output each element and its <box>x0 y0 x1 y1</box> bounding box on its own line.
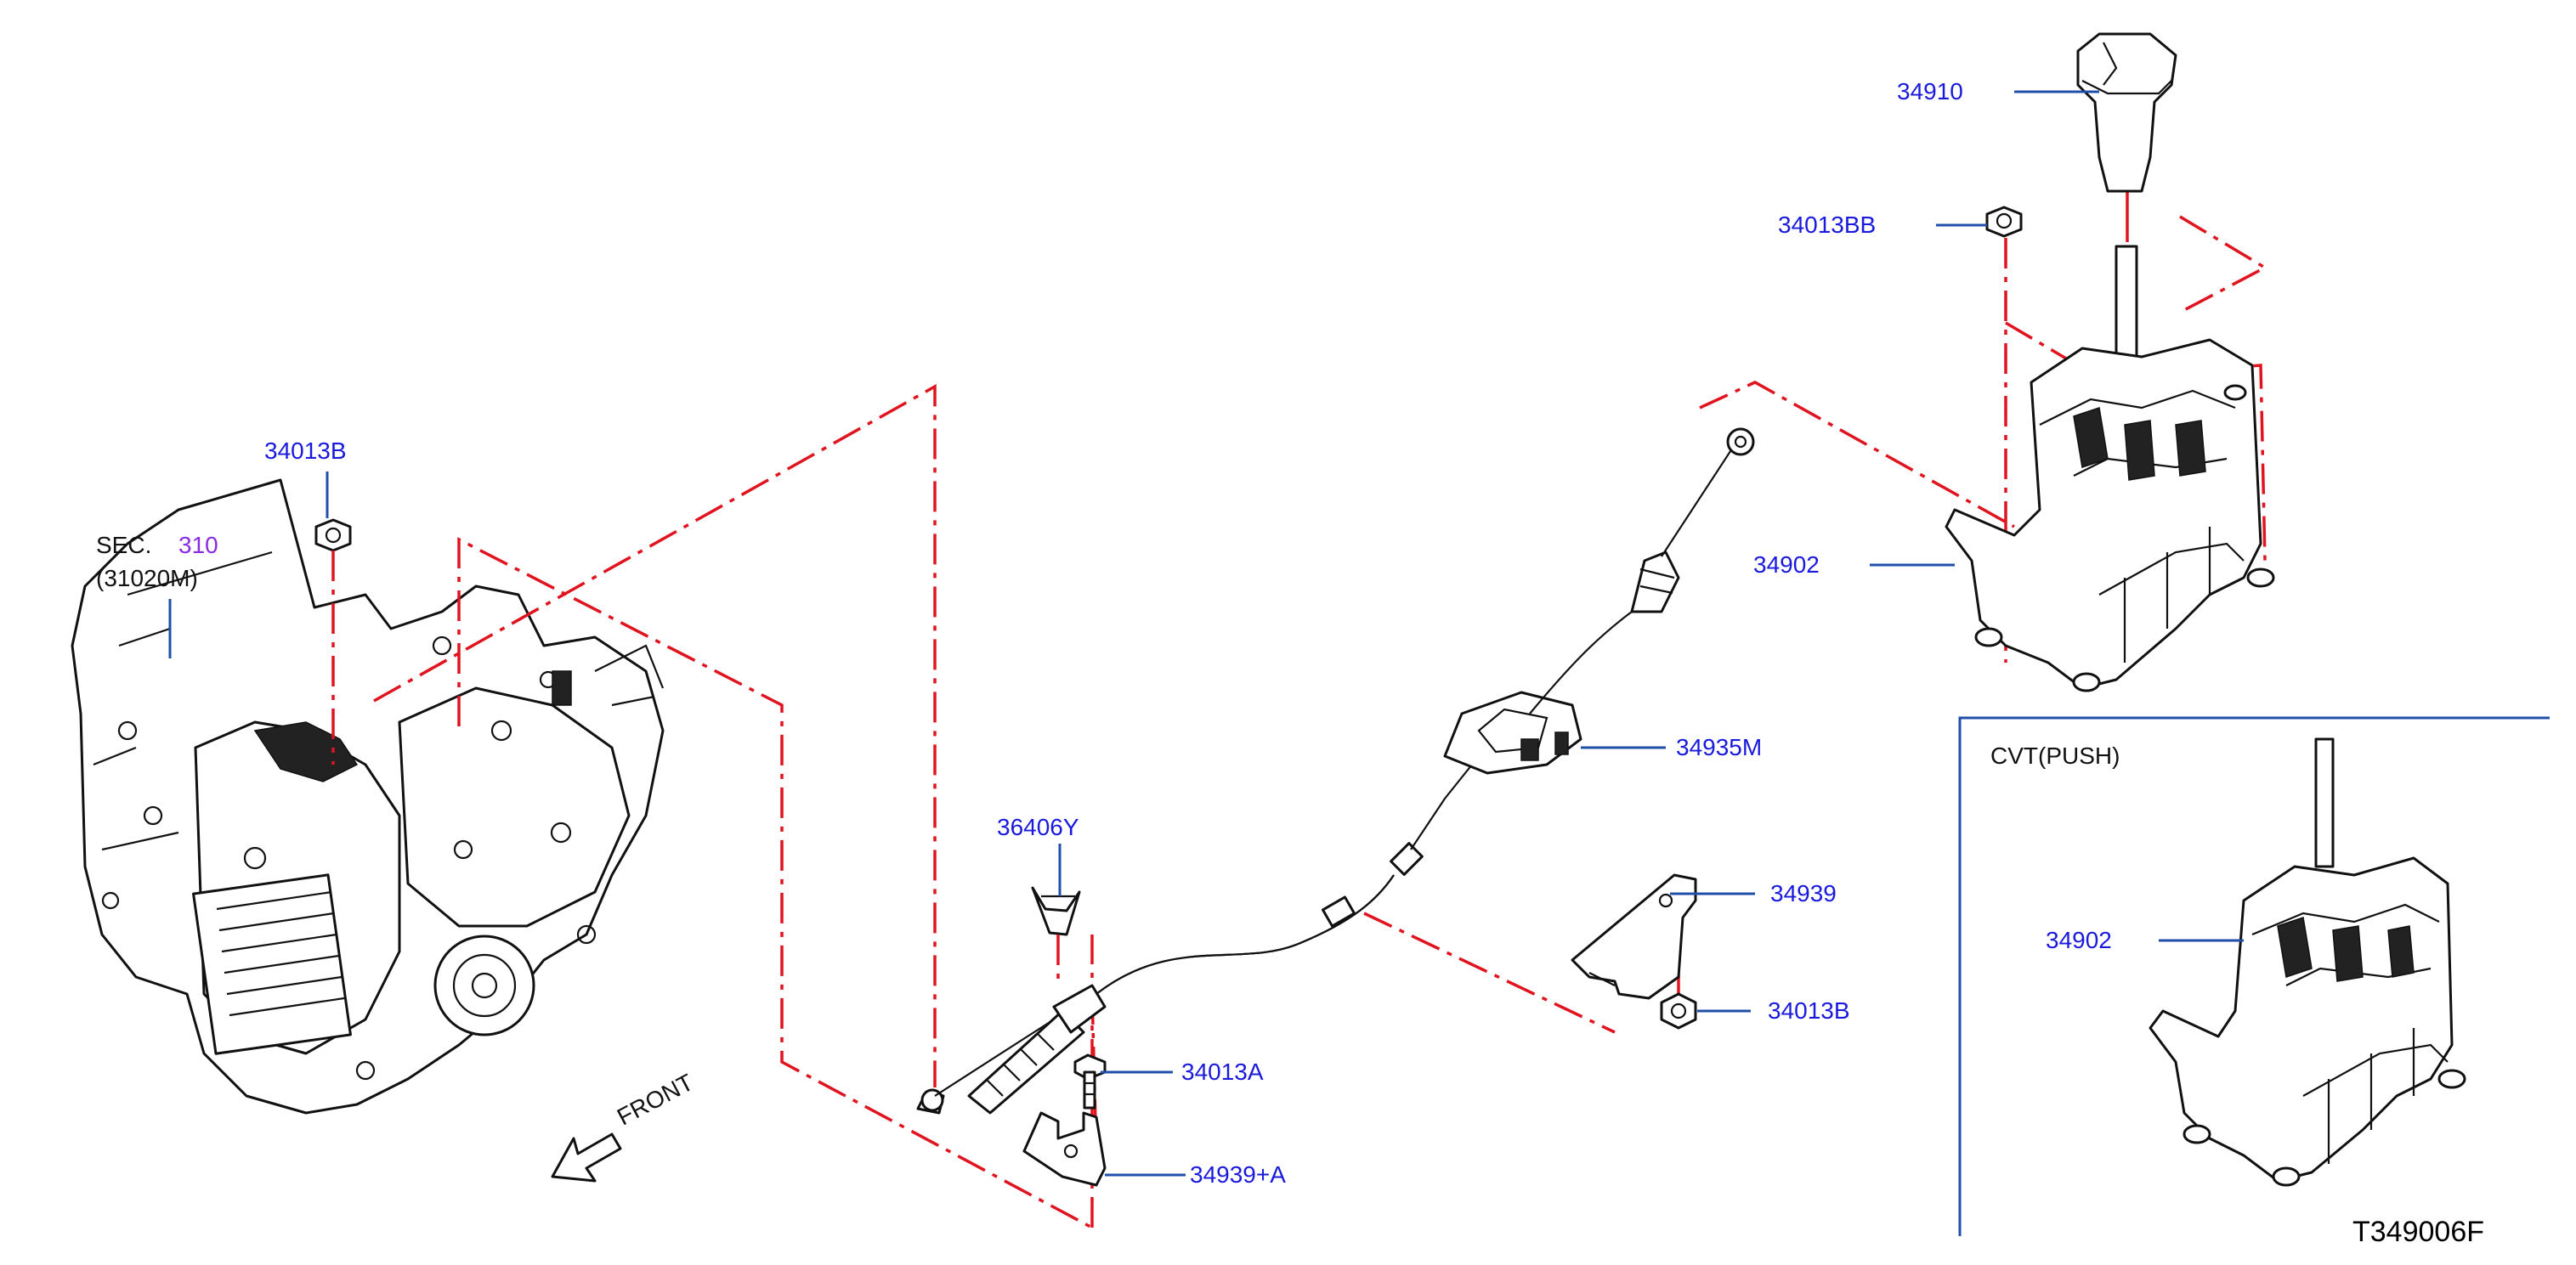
bracket-34939[interactable] <box>1571 873 1697 1000</box>
label-34013B-right[interactable]: 34013B <box>1768 997 1850 1024</box>
transmission-assembly[interactable] <box>71 478 665 1115</box>
shift-knob-34910[interactable] <box>2076 32 2177 193</box>
leader-lines <box>168 90 2244 1177</box>
section-part-ref: (31020M) <box>96 565 198 591</box>
shifter-assembly-34902-main[interactable] <box>1945 245 2275 692</box>
bolt-34013A[interactable] <box>1073 1053 1107 1110</box>
shift-cable-34935M[interactable] <box>916 427 1755 1115</box>
shifter-assembly-34902-inset[interactable] <box>2149 737 2466 1187</box>
transmission-bolts <box>101 635 597 1081</box>
label-34939A[interactable]: 34939+A <box>1190 1161 1286 1188</box>
nut-34013B-left[interactable] <box>314 518 352 552</box>
drawing-code: T349006F <box>2352 1216 2484 1248</box>
clip-36406Y[interactable] <box>1031 886 1081 936</box>
label-34902-inset[interactable]: 34902 <box>2046 927 2112 953</box>
label-34013BB[interactable]: 34013BB <box>1778 212 1877 238</box>
cooler-fins <box>216 890 345 1017</box>
nut-34013B-right[interactable] <box>1660 992 1697 1030</box>
label-34013A[interactable]: 34013A <box>1181 1059 1264 1085</box>
inset-frame <box>1958 716 2550 1236</box>
label-34935M[interactable]: 34935M <box>1676 734 1763 760</box>
label-34910[interactable]: 34910 <box>1897 78 1963 104</box>
front-arrow-icon <box>551 1132 622 1183</box>
section-number[interactable]: 310 <box>178 532 218 558</box>
section-prefix: SEC. <box>96 532 152 558</box>
bracket-34939A[interactable] <box>1022 1111 1107 1187</box>
label-34013B-left[interactable]: 34013B <box>264 438 347 464</box>
label-36406Y[interactable]: 36406Y <box>997 814 1079 840</box>
label-34939[interactable]: 34939 <box>1770 880 1837 906</box>
nut-34013BB[interactable] <box>1985 206 2023 238</box>
inset-title: CVT(PUSH) <box>1990 743 2120 769</box>
cable-boot-bellows <box>967 1009 1085 1115</box>
label-34902-main[interactable]: 34902 <box>1753 551 1820 578</box>
